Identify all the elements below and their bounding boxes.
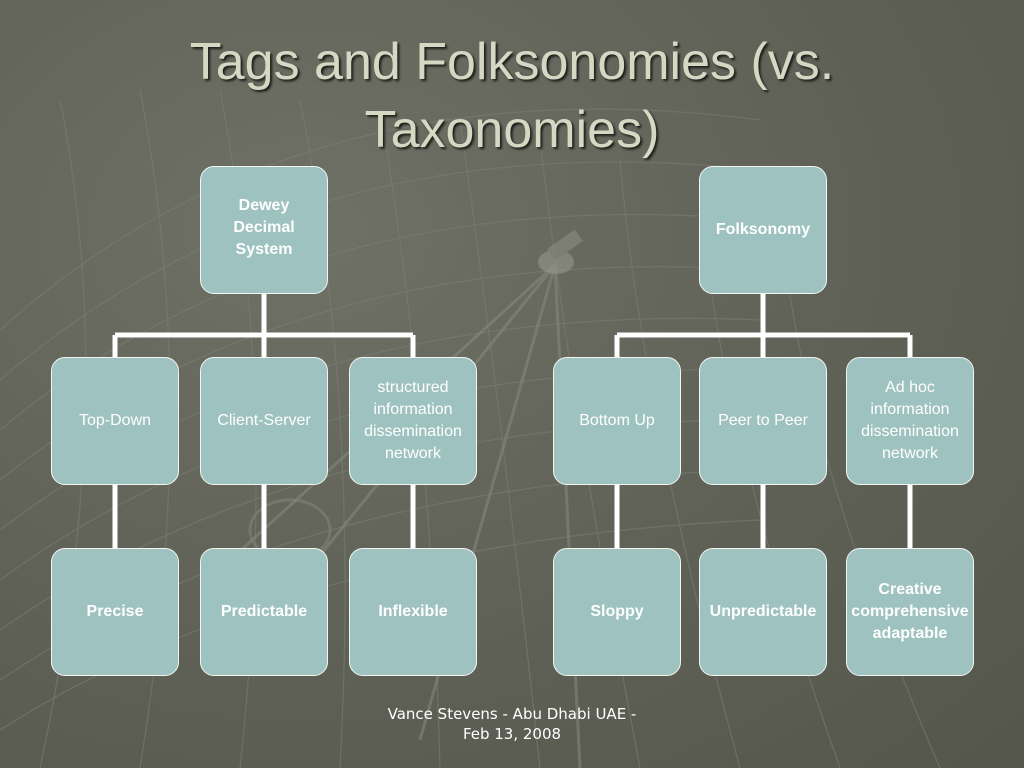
node-unpredictable: Unpredictable: [699, 548, 827, 676]
node-precise: Precise: [51, 548, 179, 676]
slide-footer: Vance Stevens - Abu Dhabi UAE - Feb 13, …: [387, 705, 637, 743]
title-line-1: Tags and Folksonomies (vs.: [189, 33, 835, 91]
node-structured-information-dissemination-network: structured information dissemination net…: [349, 357, 477, 485]
node-folksonomy: Folksonomy: [699, 166, 827, 294]
node-dewey-decimal-system: Dewey Decimal System: [200, 166, 328, 294]
node-inflexible: Inflexible: [349, 548, 477, 676]
node-peer-to-peer: Peer to Peer: [699, 357, 827, 485]
title-line-2: Taxonomies): [364, 101, 660, 159]
node-client-server: Client-Server: [200, 357, 328, 485]
node-creative-comprehensive-adaptable: Creative comprehensive adaptable: [846, 548, 974, 676]
node-predictable: Predictable: [200, 548, 328, 676]
node-sloppy: Sloppy: [553, 548, 681, 676]
node-top-down: Top-Down: [51, 357, 179, 485]
node-bottom-up: Bottom Up: [553, 357, 681, 485]
slide-title: Tags and Folksonomies (vs. Taxonomies): [0, 28, 1024, 164]
node-ad-hoc-information-dissemination-network: Ad hoc information dissemination network: [846, 357, 974, 485]
